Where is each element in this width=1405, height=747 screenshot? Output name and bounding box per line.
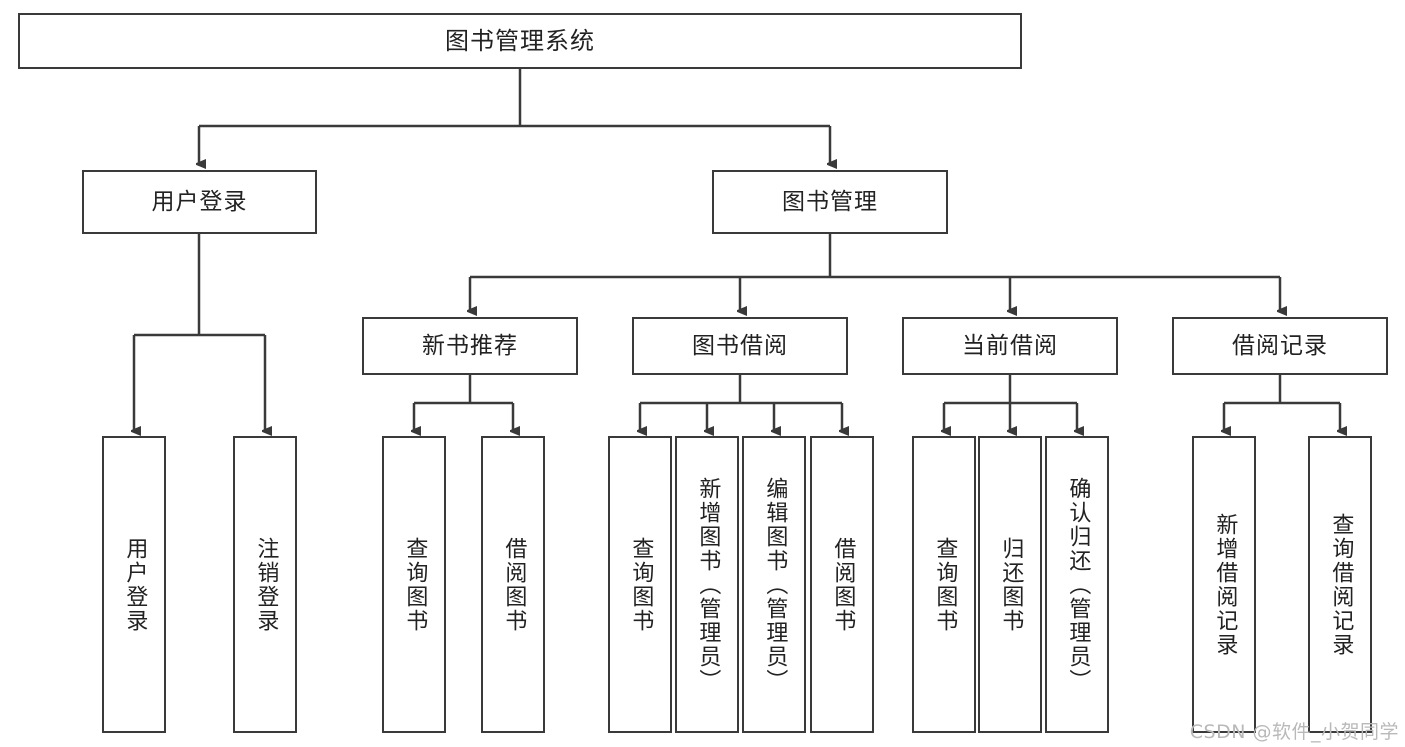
node-book-manage-label: 图书管理 <box>782 188 878 215</box>
leaf-add-book[interactable]: 新增图书（管理员） <box>675 436 739 733</box>
leaf-return-book[interactable]: 归还图书 <box>978 436 1042 733</box>
leaf-edit-book-label: 编辑图书（管理员） <box>762 476 788 693</box>
node-root-system[interactable]: 图书管理系统 <box>18 13 1022 69</box>
csdn-watermark: CSDN @软件_小贺同学 <box>1189 721 1399 743</box>
node-new-book-recommend[interactable]: 新书推荐 <box>362 317 578 375</box>
leaf-confirm-return-label: 确认归还（管理员） <box>1065 476 1091 693</box>
leaf-query-book-recommend-label: 查询图书 <box>402 536 428 633</box>
leaf-return-book-label: 归还图书 <box>998 536 1024 633</box>
leaf-borrow-book[interactable]: 借阅图书 <box>810 436 874 733</box>
leaf-query-borrow-record-label: 查询借阅记录 <box>1328 512 1354 657</box>
leaf-query-book-current[interactable]: 查询图书 <box>912 436 976 733</box>
node-book-borrow[interactable]: 图书借阅 <box>632 317 848 375</box>
leaf-borrow-book-recommend-label: 借阅图书 <box>501 536 527 633</box>
leaf-query-book-borrow[interactable]: 查询图书 <box>608 436 672 733</box>
node-book-borrow-label: 图书借阅 <box>692 332 788 359</box>
node-borrow-record-label: 借阅记录 <box>1232 332 1328 359</box>
leaf-query-book-current-label: 查询图书 <box>932 536 958 633</box>
leaf-borrow-book-recommend[interactable]: 借阅图书 <box>481 436 545 733</box>
node-current-borrow-label: 当前借阅 <box>962 332 1058 359</box>
node-book-manage[interactable]: 图书管理 <box>712 170 948 234</box>
leaf-query-borrow-record[interactable]: 查询借阅记录 <box>1308 436 1372 733</box>
leaf-add-borrow-record-label: 新增借阅记录 <box>1212 512 1238 657</box>
leaf-query-book-recommend[interactable]: 查询图书 <box>382 436 446 733</box>
leaf-logout-login[interactable]: 注销登录 <box>233 436 297 733</box>
node-current-borrow[interactable]: 当前借阅 <box>902 317 1118 375</box>
node-root-system-label: 图书管理系统 <box>445 27 595 55</box>
leaf-user-login[interactable]: 用户登录 <box>102 436 166 733</box>
node-borrow-record[interactable]: 借阅记录 <box>1172 317 1388 375</box>
leaf-user-login-label: 用户登录 <box>122 536 148 633</box>
leaf-query-book-borrow-label: 查询图书 <box>628 536 654 633</box>
node-new-book-recommend-label: 新书推荐 <box>422 332 518 359</box>
node-user-login[interactable]: 用户登录 <box>82 170 317 234</box>
leaf-add-book-label: 新增图书（管理员） <box>695 476 721 693</box>
leaf-confirm-return[interactable]: 确认归还（管理员） <box>1045 436 1109 733</box>
leaf-borrow-book-label: 借阅图书 <box>830 536 856 633</box>
leaf-edit-book[interactable]: 编辑图书（管理员） <box>742 436 806 733</box>
leaf-add-borrow-record[interactable]: 新增借阅记录 <box>1192 436 1256 733</box>
leaf-logout-login-label: 注销登录 <box>253 536 279 633</box>
node-user-login-label: 用户登录 <box>151 188 248 215</box>
